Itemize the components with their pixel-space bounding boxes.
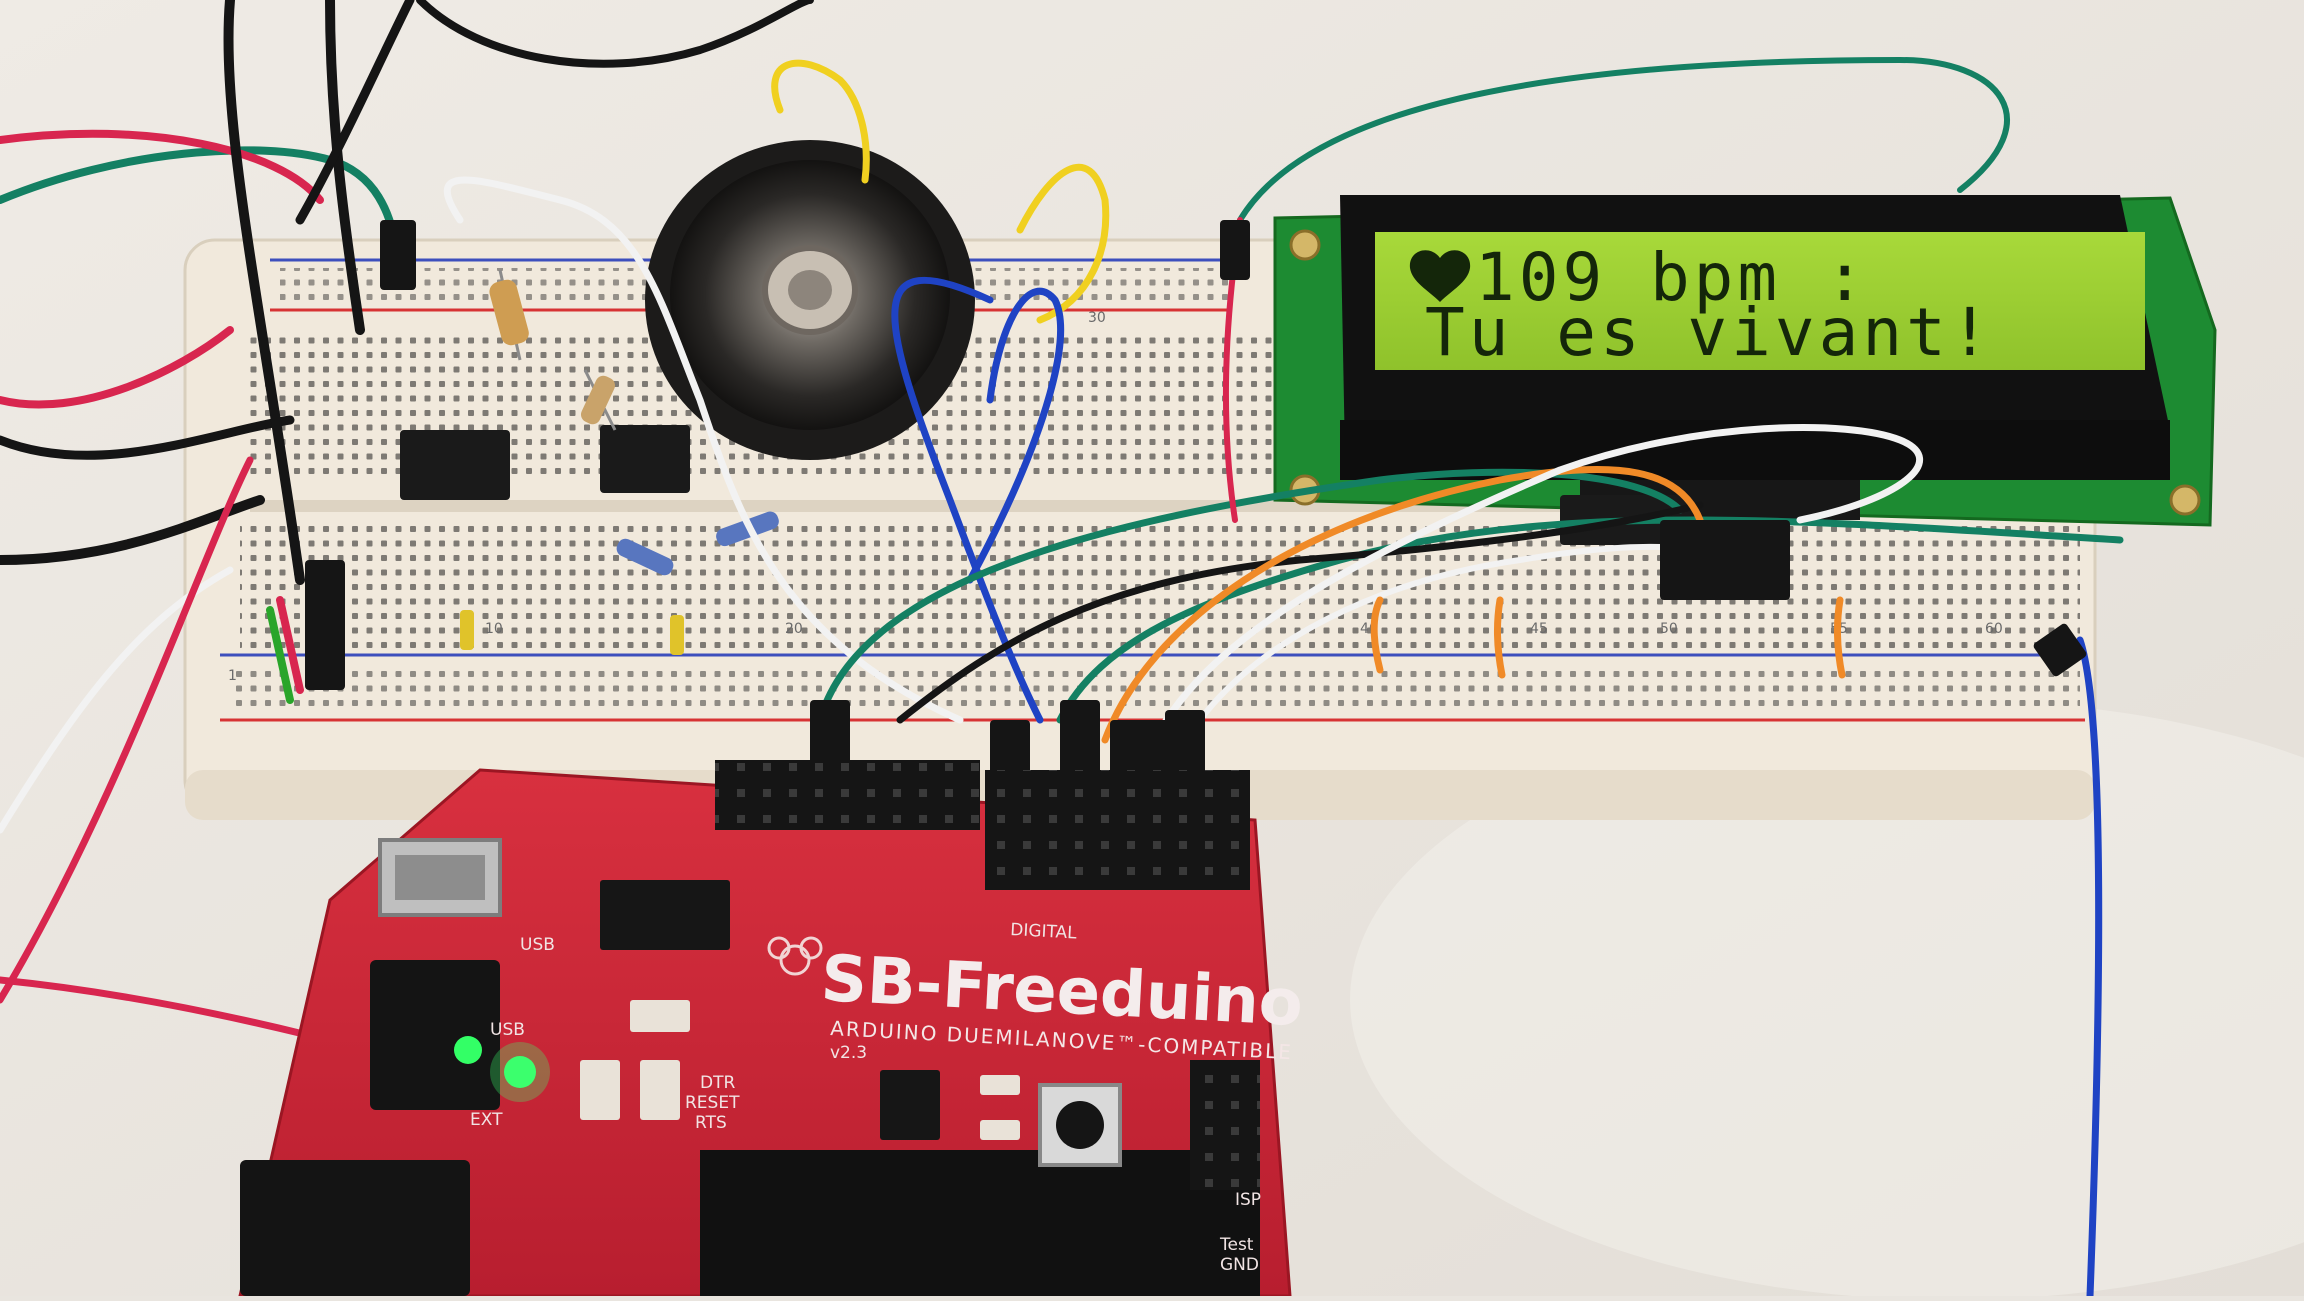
lcd-module: 109 bpm : Tu es vivant!	[1273, 195, 2217, 527]
usb-led	[454, 1036, 482, 1064]
rts-silk-label: RTS	[695, 1113, 727, 1133]
ic-chip-middle	[600, 425, 690, 493]
ext-silk-label: EXT	[470, 1110, 503, 1130]
isp-header	[1190, 1060, 1260, 1190]
isp-silk-label: ISP	[1235, 1190, 1261, 1210]
resistors	[489, 269, 779, 576]
power-led	[504, 1056, 536, 1088]
usb-silk-label-2: USB	[490, 1020, 525, 1040]
bb-col-45: 45	[1530, 621, 1548, 637]
bb-col-60: 60	[1985, 621, 2003, 637]
reset-silk-label: RESET	[685, 1093, 740, 1113]
header-analog	[715, 760, 980, 830]
bb-col-20: 20	[785, 621, 803, 637]
bb-col-30: 30	[1088, 310, 1106, 326]
board-version: v2.3	[830, 1043, 867, 1063]
capacitors	[460, 610, 684, 655]
barrel-jack	[240, 1160, 470, 1296]
usb-silk-label: USB	[520, 935, 555, 955]
test-silk-label: Test	[1219, 1235, 1254, 1255]
usb-chip	[600, 880, 730, 950]
speaker	[645, 140, 975, 460]
light-glare	[1350, 700, 2304, 1300]
ic-chip-left	[400, 430, 510, 500]
power-jack	[370, 960, 500, 1110]
digital-silk-label: DIGITAL	[1010, 920, 1078, 943]
bb-row-1: 1	[228, 668, 237, 684]
dtr-silk-label: DTR	[700, 1073, 735, 1093]
board-logo	[767, 936, 823, 976]
lcd-line-1: 109 bpm :	[1475, 239, 1869, 316]
lcd-line-2: Tu es vivant!	[1425, 294, 1994, 371]
header-digital	[985, 770, 1250, 890]
lcd-screen	[1375, 232, 2145, 370]
gnd-silk-label: GND	[1220, 1255, 1259, 1275]
jumper-wires	[0, 0, 2124, 1300]
heart-icon	[1409, 250, 1471, 302]
bb-col-10: 10	[485, 621, 503, 637]
microcontroller	[700, 1150, 1260, 1296]
bb-col-50: 50	[1660, 621, 1678, 637]
arduino-board: SB-Freeduino ARDUINO DUEMILANOVE™-COMPAT…	[238, 760, 1305, 1298]
